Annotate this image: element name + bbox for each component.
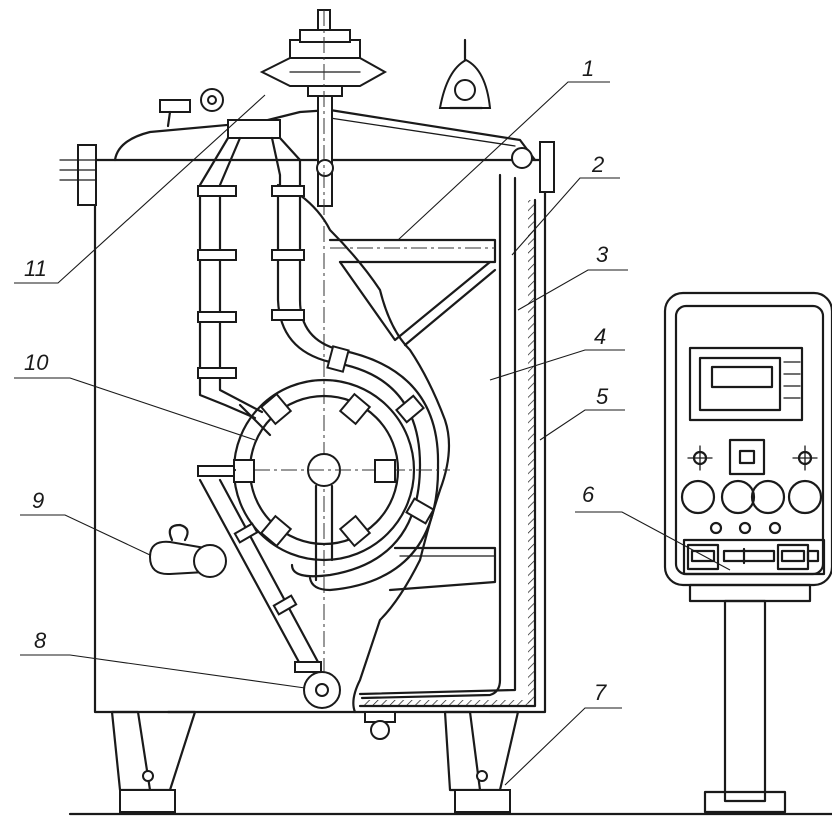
callout-10-label: 10 (24, 350, 49, 375)
callout-2-label: 2 (591, 152, 604, 177)
callout-9: 9 (20, 488, 151, 556)
callout-4: 4 (489, 324, 625, 381)
callout-2: 2 (511, 152, 620, 256)
callout-9-label: 9 (32, 488, 44, 513)
tank (59, 9, 555, 813)
callout-3-label: 3 (596, 242, 609, 267)
callout-6-label: 6 (582, 482, 595, 507)
callout-6: 6 (575, 482, 731, 571)
callout-7: 7 (504, 680, 622, 786)
callout-8-label: 8 (34, 628, 47, 653)
callout-11-label: 11 (24, 256, 47, 281)
callout-1: 1 (397, 56, 610, 241)
callout-5-label: 5 (596, 384, 609, 409)
control-cabinet (663, 291, 832, 814)
callout-7-label: 7 (594, 680, 607, 705)
callout-8: 8 (20, 628, 306, 689)
callout-4-label: 4 (594, 324, 606, 349)
callout-5: 5 (539, 384, 625, 441)
callout-3: 3 (517, 242, 628, 311)
callout-10: 10 (14, 350, 256, 441)
callout-1-label: 1 (582, 56, 594, 81)
pipe-system (197, 119, 450, 673)
callout-11: 11 (14, 94, 266, 284)
